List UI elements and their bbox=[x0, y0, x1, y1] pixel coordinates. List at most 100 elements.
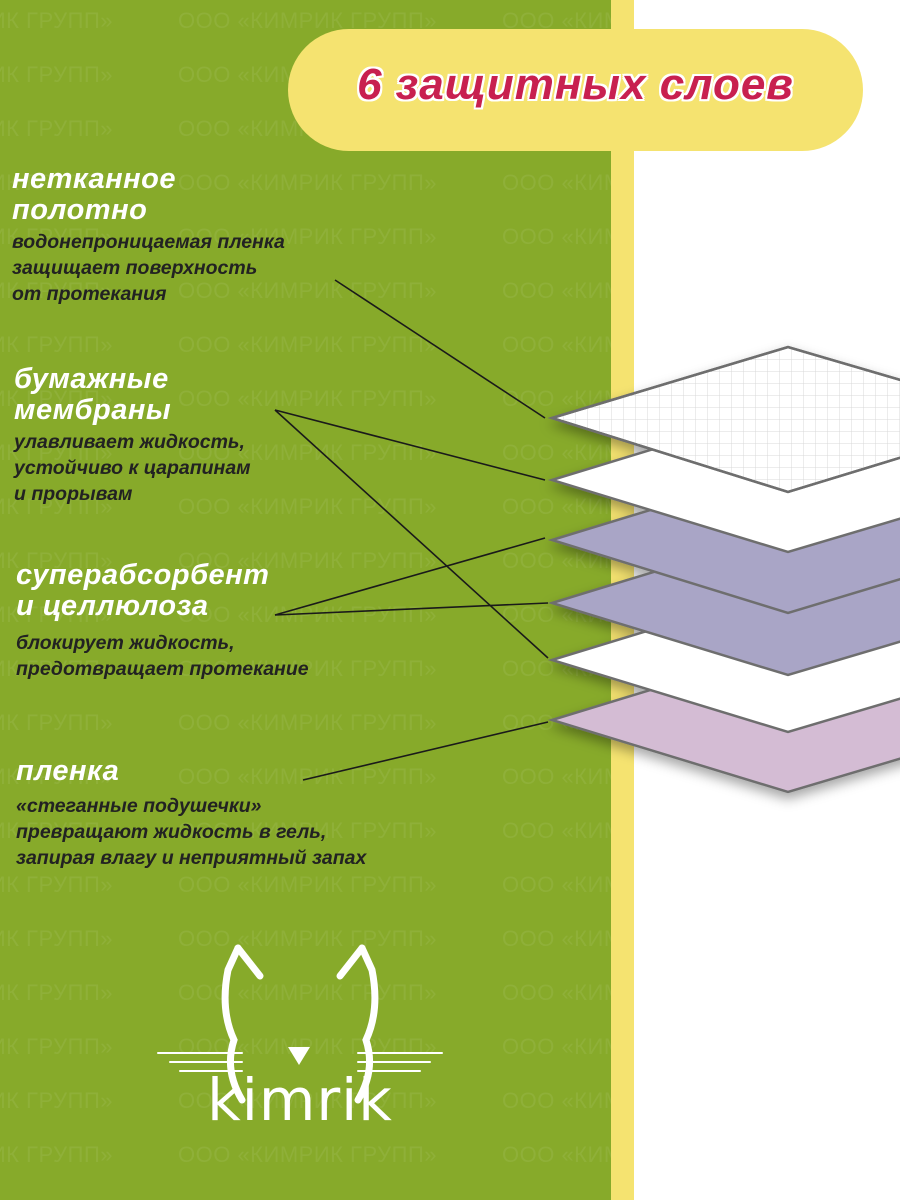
watermark-text: ООО «КИМРИК ГРУПП» bbox=[0, 278, 113, 303]
heading-line: мембраны bbox=[14, 394, 172, 426]
watermark-text: ООО «КИМРИК ГРУПП» bbox=[0, 548, 113, 573]
page-title: 6 защитных слоев bbox=[357, 60, 794, 109]
watermark-text: ООО «КИМРИК ГРУПП» bbox=[178, 224, 437, 249]
watermark-text: ООО «КИМРИК ГРУПП» bbox=[0, 494, 113, 519]
section-description: улавливает жидкость, устойчиво к царапина… bbox=[14, 429, 251, 507]
watermark-text: ООО «КИМРИК ГРУПП» bbox=[0, 710, 113, 735]
desc-line: улавливает жидкость, bbox=[14, 431, 245, 453]
desc-line: защищает поверхность bbox=[12, 257, 258, 279]
watermark-text: ООО «КИМРИК ГРУПП» bbox=[0, 332, 113, 357]
logo-wordmark: kimrik bbox=[207, 1066, 393, 1130]
watermark-text: ООО «КИМРИК ГРУПП» bbox=[502, 1142, 611, 1167]
watermark-text: ООО «КИМРИК ГРУПП» bbox=[0, 1142, 113, 1167]
watermark-text: ООО «КИМРИК ГРУПП» bbox=[502, 494, 611, 519]
watermark-text: ООО «КИМРИК ГРУПП» bbox=[178, 1088, 437, 1113]
heading-line: полотно bbox=[12, 194, 148, 226]
desc-line: от протекания bbox=[12, 283, 167, 305]
title-badge: 6 защитных слоев bbox=[288, 29, 863, 151]
section-description: «стеганные подушечки» превращают жидкость… bbox=[16, 793, 366, 871]
desc-line: устойчиво к царапинам bbox=[14, 457, 251, 479]
watermark-text: ООО «КИМРИК ГРУПП» bbox=[0, 926, 113, 951]
watermark-text: ООО «КИМРИК ГРУПП» bbox=[502, 440, 611, 465]
desc-line: водонепроницаемая пленка bbox=[12, 231, 285, 253]
watermark-text: ООО «КИМРИК ГРУПП» bbox=[178, 440, 437, 465]
watermark-text: ООО «КИМРИК ГРУПП» bbox=[178, 872, 437, 897]
watermark-text: ООО «КИМРИК ГРУПП» bbox=[178, 386, 437, 411]
watermark-text: ООО «КИМРИК ГРУПП» bbox=[178, 980, 437, 1005]
watermark-text: ООО «КИМРИК ГРУПП» bbox=[0, 764, 113, 789]
watermark-text: ООО «КИМРИК ГРУПП» bbox=[0, 386, 113, 411]
desc-line: блокирует жидкость, bbox=[16, 632, 235, 654]
watermark-text: ООО «КИМРИК ГРУПП» bbox=[178, 8, 437, 33]
watermark-text: ООО «КИМРИК ГРУПП» bbox=[502, 926, 611, 951]
pointer-line bbox=[302, 721, 549, 781]
watermark-text: ООО «КИМРИК ГРУПП» bbox=[0, 1034, 113, 1059]
watermark-text: ООО «КИМРИК ГРУПП» bbox=[502, 872, 611, 897]
pointer-line bbox=[274, 409, 546, 481]
watermark-text: ООО «КИМРИК ГРУПП» bbox=[178, 1196, 437, 1200]
watermark-text: ООО «КИМРИК ГРУПП» bbox=[0, 1088, 113, 1113]
heading-line: пленка bbox=[16, 755, 120, 787]
watermark-text: ООО «КИМРИК ГРУПП» bbox=[178, 1034, 437, 1059]
section-description: водонепроницаемая пленка защищает поверхн… bbox=[12, 229, 285, 307]
watermark-text: ООО «КИМРИК ГРУПП» bbox=[502, 332, 611, 357]
green-background: ООО «КИМРИК ГРУПП» ООО «КИМРИК ГРУПП» ООО … bbox=[0, 0, 611, 1200]
watermark-text: ООО «КИМРИК ГРУПП» bbox=[0, 1196, 113, 1200]
watermark-text: ООО «КИМРИК ГРУПП» bbox=[0, 116, 113, 141]
watermark-text: ООО «КИМРИК ГРУПП» bbox=[502, 1196, 611, 1200]
watermark-text: ООО «КИМРИК ГРУПП» bbox=[502, 764, 611, 789]
watermark-text: ООО «КИМРИК ГРУПП» bbox=[502, 278, 611, 303]
watermark-text: ООО «КИМРИК ГРУПП» bbox=[502, 1034, 611, 1059]
watermark-text: ООО «КИМРИК ГРУПП» bbox=[502, 980, 611, 1005]
heading-line: суперабсорбент bbox=[16, 559, 270, 591]
pointer-line bbox=[274, 409, 549, 659]
pointer-line bbox=[274, 537, 546, 616]
watermark-text: ООО «КИМРИК ГРУПП» bbox=[502, 224, 611, 249]
watermark-text: ООО «КИМРИК ГРУПП» bbox=[0, 440, 113, 465]
heading-line: и целлюлоза bbox=[16, 590, 209, 622]
kimrik-logo: kimrik bbox=[157, 944, 443, 1130]
watermark-text: ООО «КИМРИК ГРУПП» bbox=[502, 8, 611, 33]
desc-line: предотвращает протекание bbox=[16, 658, 309, 680]
desc-line: превращают жидкость в гель, bbox=[16, 821, 327, 843]
heading-line: нетканное bbox=[12, 163, 176, 195]
watermark-text: ООО «КИМРИК ГРУПП» bbox=[178, 710, 437, 735]
watermark-text: ООО «КИМРИК ГРУПП» bbox=[178, 1142, 437, 1167]
heading-line: бумажные bbox=[14, 363, 169, 395]
watermark-text: ООО «КИМРИК ГРУПП» bbox=[0, 8, 113, 33]
watermark-text: ООО «КИМРИК ГРУПП» bbox=[178, 656, 437, 681]
pointer-line bbox=[274, 602, 549, 616]
section-heading: пленка bbox=[16, 756, 366, 787]
section-description: блокирует жидкость, предотвращает протека… bbox=[16, 630, 309, 682]
watermark-text: ООО «КИМРИК ГРУПП» bbox=[0, 170, 113, 195]
watermark-text: ООО «КИМРИК ГРУПП» bbox=[502, 1088, 611, 1113]
watermark-text: ООО «КИМРИК ГРУПП» bbox=[0, 224, 113, 249]
watermark-text: ООО «КИМРИК ГРУПП» bbox=[0, 980, 113, 1005]
watermark-text: ООО «КИМРИК ГРУПП» bbox=[0, 602, 113, 627]
desc-line: запирая влагу и неприятный запах bbox=[16, 847, 367, 869]
pointer-line bbox=[334, 279, 546, 419]
desc-line: и прорывам bbox=[14, 483, 133, 505]
watermark-text: ООО «КИМРИК ГРУПП» bbox=[178, 278, 437, 303]
desc-line: «стеганные подушечки» bbox=[16, 795, 262, 817]
watermark-text: ООО «КИМРИК ГРУПП» bbox=[178, 494, 437, 519]
watermark-text: ООО «КИМРИК ГРУПП» bbox=[178, 926, 437, 951]
watermark-text: ООО «КИМРИК ГРУПП» bbox=[178, 818, 437, 843]
watermark-text: ООО «КИМРИК ГРУПП» bbox=[178, 764, 437, 789]
section-film: пленка «стеганные подушечки» превращают ж… bbox=[16, 756, 366, 871]
watermark-text: ООО «КИМРИК ГРУПП» bbox=[0, 818, 113, 843]
watermark-text: ООО «КИМРИК ГРУПП» bbox=[502, 818, 611, 843]
watermark-text: ООО «КИМРИК ГРУПП» bbox=[0, 872, 113, 897]
watermark-text: ООО «КИМРИК ГРУПП» bbox=[0, 656, 113, 681]
watermark-text: ООО «КИМРИК ГРУПП» bbox=[178, 548, 437, 573]
watermark-text: ООО «КИМРИК ГРУПП» bbox=[178, 332, 437, 357]
watermark-text: ООО «КИМРИК ГРУПП» bbox=[502, 170, 611, 195]
watermark-text: ООО «КИМРИК ГРУПП» bbox=[0, 62, 113, 87]
